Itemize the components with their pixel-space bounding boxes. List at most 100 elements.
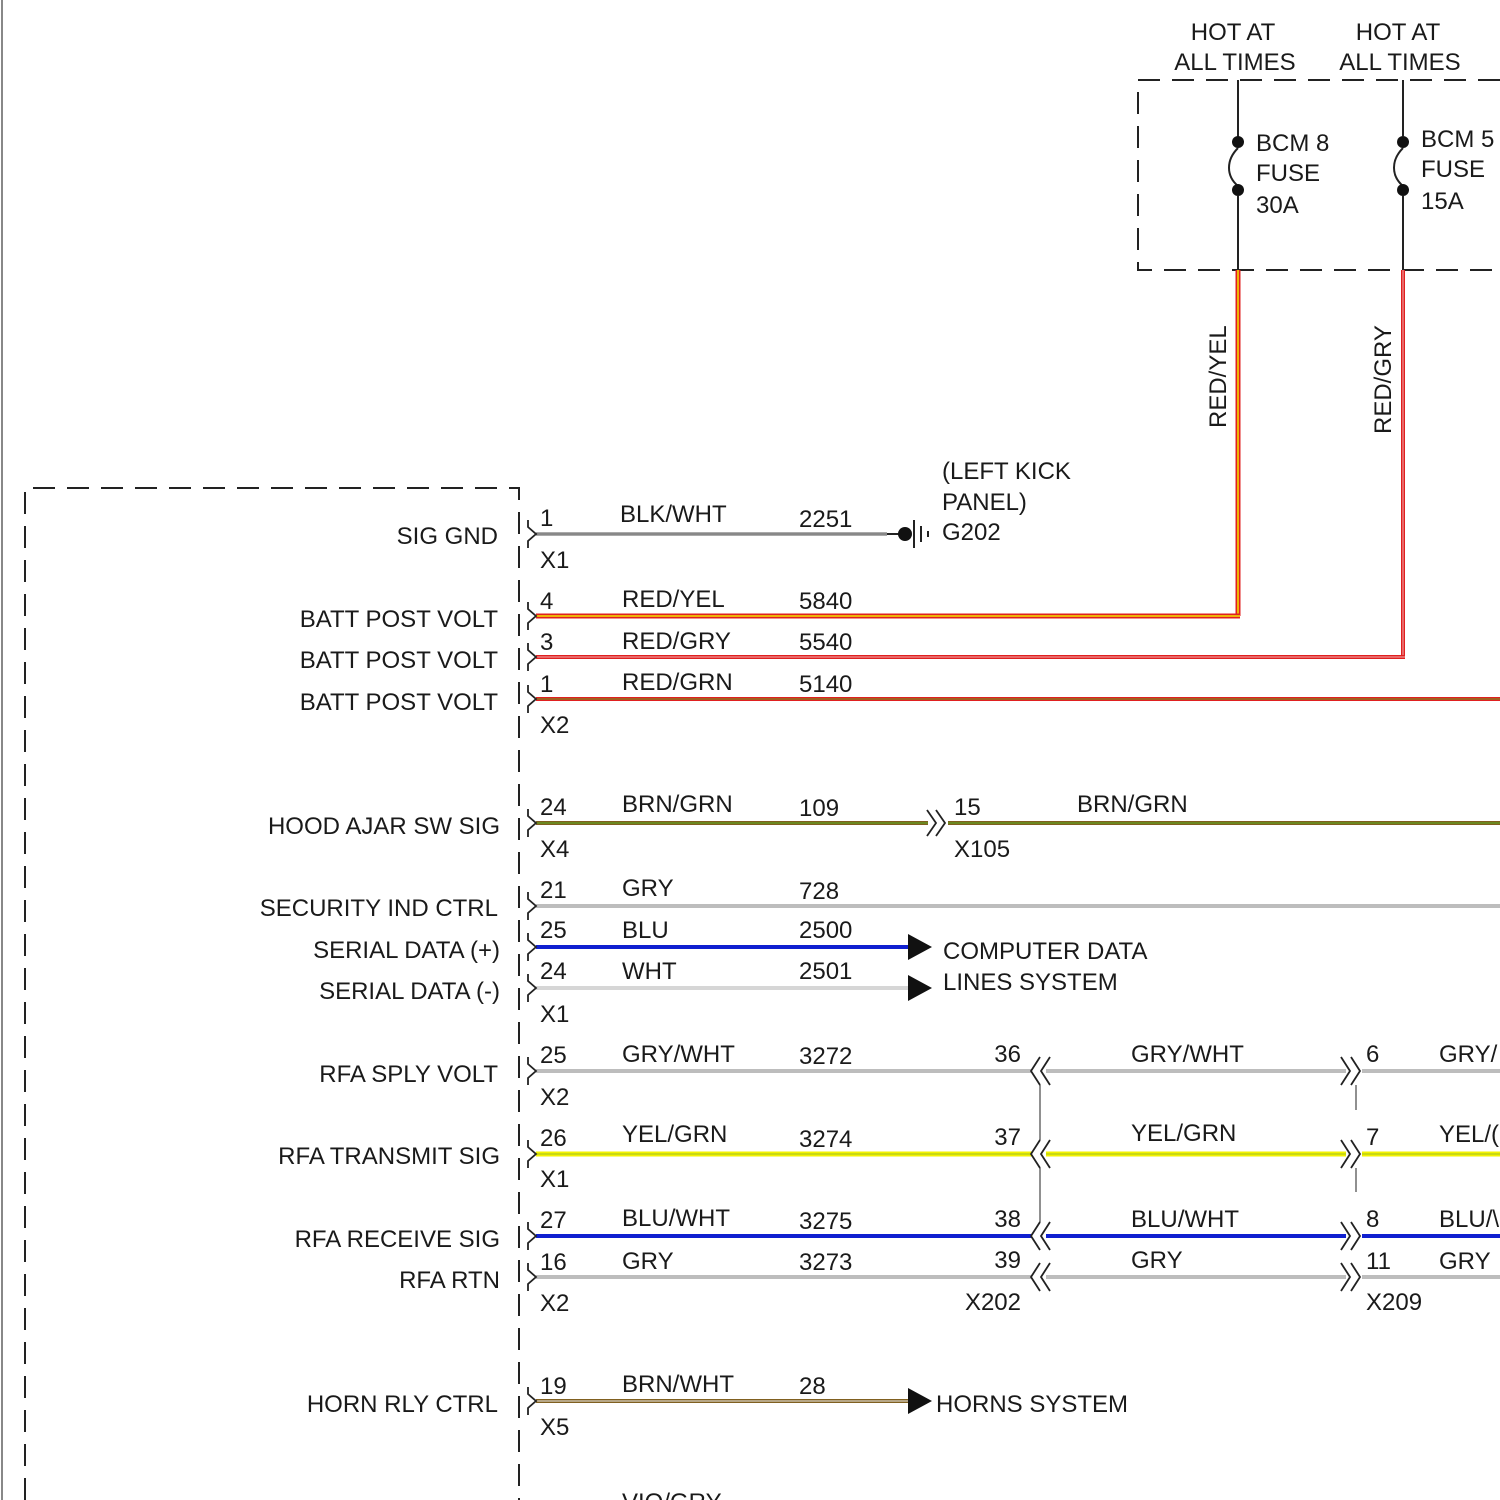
pin-bracket xyxy=(528,892,536,920)
connector-name: X2 xyxy=(540,712,569,739)
x202-wire-color: YEL/GRN xyxy=(1131,1120,1236,1147)
pin-number: 3 xyxy=(540,629,553,656)
connector-name: X1 xyxy=(540,1001,569,1028)
signal-label: HORN RLY CTRL xyxy=(307,1391,498,1418)
all-times-label: ALL TIMES xyxy=(1174,49,1295,76)
pin-bracket xyxy=(528,1263,536,1291)
connector-x202 xyxy=(1031,1057,1050,1291)
fuse-name: BCM 8 xyxy=(1256,130,1329,157)
pin-number: 25 xyxy=(540,917,567,944)
x105-name: X105 xyxy=(954,836,1010,863)
lines-system-label: LINES SYSTEM xyxy=(943,969,1118,996)
signal-label: RFA TRANSMIT SIG xyxy=(278,1143,500,1170)
signal-label: BATT POST VOLT xyxy=(300,606,499,633)
pin-bracket xyxy=(528,643,536,671)
pin-bracket xyxy=(528,1140,536,1168)
wire-color-label: BLU xyxy=(622,917,669,944)
circuit-number: 28 xyxy=(799,1373,826,1400)
ground-location-line2: PANEL) xyxy=(942,489,1027,516)
fuse-name: BCM 5 xyxy=(1421,126,1494,153)
arrow-serial-data-plus xyxy=(908,934,932,960)
x202-pin: 37 xyxy=(994,1124,1021,1151)
signal-label: SERIAL DATA (+) xyxy=(313,937,500,964)
pin-bracket xyxy=(528,1057,536,1085)
x105-labels: 15 BRN/GRN X105 xyxy=(954,791,1188,863)
pin-number: 19 xyxy=(540,1373,567,1400)
circuit-number: 3275 xyxy=(799,1208,852,1235)
x202-pin: 36 xyxy=(994,1041,1021,1068)
pin-number: 1 xyxy=(540,671,553,698)
pin-bracket xyxy=(528,520,536,548)
signal-label: HOOD AJAR SW SIG xyxy=(268,813,500,840)
x209-labels: 6 7 8 11 X209 GRY/ YEL/( BLU/\ GRY xyxy=(1366,1041,1499,1316)
x209-pin: 11 xyxy=(1366,1248,1391,1275)
x209-name: X209 xyxy=(1366,1289,1422,1316)
x209-pin: 6 xyxy=(1366,1041,1379,1068)
signal-label: SECURITY IND CTRL xyxy=(260,895,498,922)
all-times-label: ALL TIMES xyxy=(1339,49,1460,76)
partial-wire-color-label: VIO/GRY xyxy=(622,1489,722,1500)
module-pin-brackets xyxy=(528,520,536,1415)
wire-color-label: BRN/GRN xyxy=(622,791,733,818)
wire-color-label: RED/GRN xyxy=(622,669,733,696)
fuse-type: FUSE xyxy=(1421,156,1485,183)
ground-id: G202 xyxy=(942,519,1001,546)
x202-labels: 36 37 38 39 X202 GRY/WHT YEL/GRN BLU/WHT… xyxy=(965,1041,1244,1316)
circuit-number: 3273 xyxy=(799,1249,852,1276)
wire-color-label: GRY xyxy=(622,1248,674,1275)
arrow-horn xyxy=(908,1388,932,1414)
circuit-numbers: 2251 5840 5540 5140 109 728 2500 2501 32… xyxy=(799,506,852,1400)
x202-name: X202 xyxy=(965,1289,1021,1316)
connector-name: X1 xyxy=(540,1166,569,1193)
wire-color-labels: BLK/WHT RED/YEL RED/GRY RED/GRN BRN/GRN … xyxy=(620,501,735,1398)
circuit-number: 2500 xyxy=(799,917,852,944)
connector-name: X5 xyxy=(540,1414,569,1441)
x105-pin: 15 xyxy=(954,794,981,821)
circuit-number: 3274 xyxy=(799,1126,852,1153)
pin-number: 4 xyxy=(540,588,553,615)
destination-labels: COMPUTER DATA LINES SYSTEM HORNS SYSTEM xyxy=(936,938,1147,1418)
x202-wire-color: GRY xyxy=(1131,1247,1183,1274)
pin-number: 26 xyxy=(540,1125,567,1152)
connector-x105 xyxy=(927,810,945,836)
hot-at-label: HOT AT xyxy=(1191,19,1276,46)
pin-numbers: 1 4 3 1 24 21 25 24 25 26 27 16 19 xyxy=(540,505,567,1400)
fuse-terminal xyxy=(1232,136,1244,148)
fuse-type: FUSE xyxy=(1256,160,1320,187)
circuit-number: 728 xyxy=(799,878,839,905)
circuit-number: 2251 xyxy=(799,506,852,533)
pin-number: 1 xyxy=(540,505,553,532)
wire-color-label: BLU/WHT xyxy=(622,1205,730,1232)
pin-bracket xyxy=(528,933,536,961)
connector-bracket xyxy=(1031,1057,1040,1085)
pin-bracket xyxy=(528,685,536,713)
circuit-number: 109 xyxy=(799,795,839,822)
fuse-symbol xyxy=(1394,148,1403,186)
arrow-serial-data-minus xyxy=(908,975,932,1001)
wire-color-label-vertical: RED/YEL xyxy=(1205,325,1232,428)
connector-name: X4 xyxy=(540,836,569,863)
horns-system-label: HORNS SYSTEM xyxy=(936,1391,1128,1418)
wire-color-label: RED/YEL xyxy=(622,586,725,613)
wire-color-label-vertical: RED/GRY xyxy=(1370,325,1397,434)
circuit-number: 3272 xyxy=(799,1043,852,1070)
x209-pin: 8 xyxy=(1366,1206,1379,1233)
wire-color-label: GRY/WHT xyxy=(622,1041,735,1068)
computer-data-label: COMPUTER DATA xyxy=(943,938,1147,965)
pin-number: 25 xyxy=(540,1042,567,1069)
x202-pin: 39 xyxy=(994,1247,1021,1274)
x209-wire-color: GRY/ xyxy=(1439,1041,1498,1068)
circuit-number: 5140 xyxy=(799,671,852,698)
wire-color-label: WHT xyxy=(622,958,677,985)
x202-wire-color: GRY/WHT xyxy=(1131,1041,1244,1068)
pin-bracket xyxy=(528,974,536,1002)
x209-wire-color: BLU/\ xyxy=(1439,1206,1499,1233)
connector-name: X2 xyxy=(540,1084,569,1111)
signal-label: RFA SPLY VOLT xyxy=(319,1061,498,1088)
wire-color-label: GRY xyxy=(622,875,674,902)
hot-at-label: HOT AT xyxy=(1356,19,1441,46)
pin-number: 24 xyxy=(540,958,567,985)
x202-pin: 38 xyxy=(994,1206,1021,1233)
connector-name: X2 xyxy=(540,1290,569,1317)
